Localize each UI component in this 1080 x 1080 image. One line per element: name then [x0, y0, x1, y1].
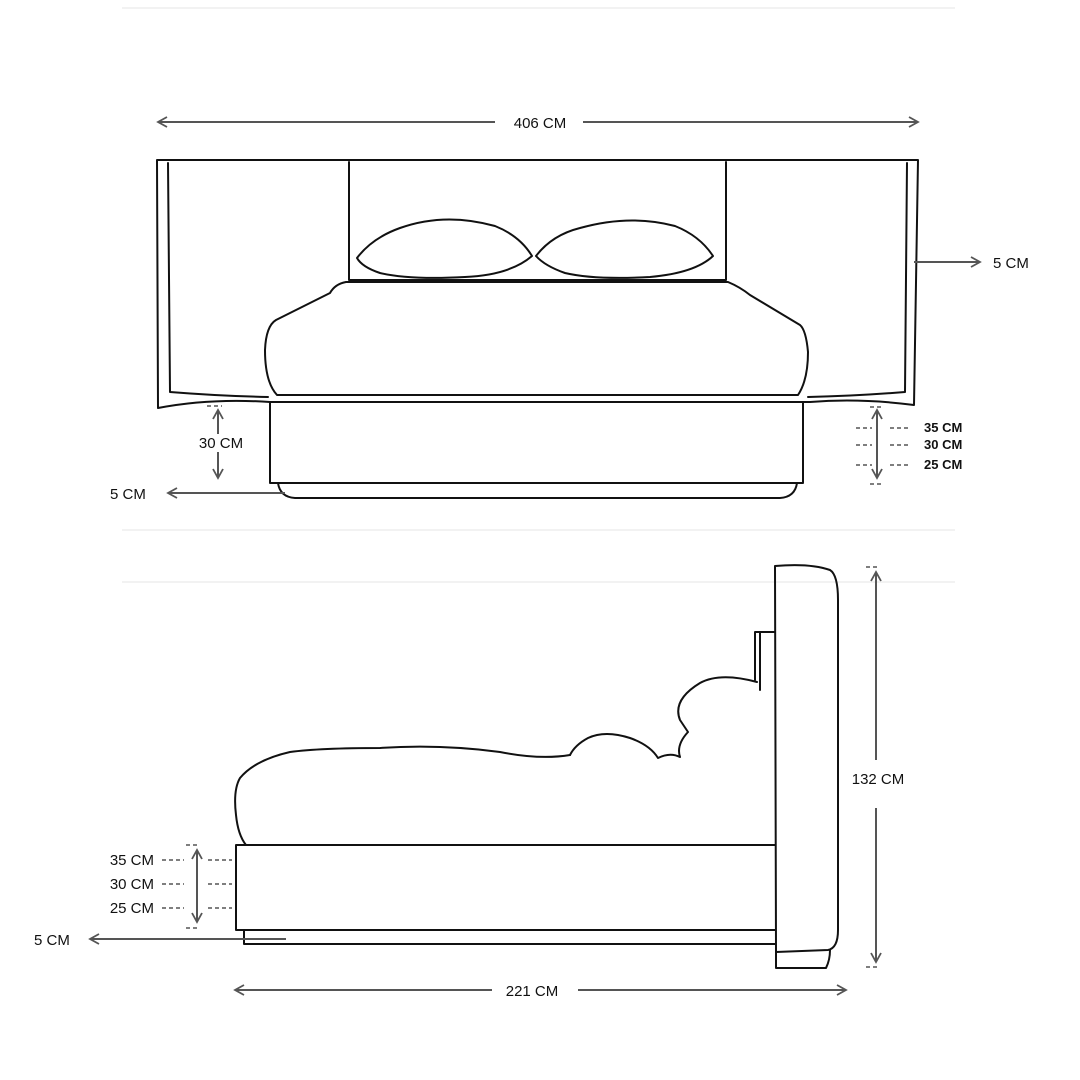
side-headboard	[774, 564, 839, 953]
front-headboard-thickness-label: 5 CM	[993, 255, 1029, 272]
front-pillow-right	[535, 219, 714, 279]
front-dimensions: 406 CM 5 CM 30 CM 5 CM 35 CM 30 CM 25 CM	[110, 115, 1029, 503]
side-headboard-plinth	[775, 949, 831, 969]
side-pillow	[569, 676, 758, 759]
side-mattress-option-35: 35 CM	[110, 852, 154, 869]
side-plinth-label: 5 CM	[34, 932, 70, 949]
side-dimensions: 132 CM 221 CM 5 CM 35 CM 30 CM 25 CM	[34, 566, 905, 1000]
front-mattress-option-35: 35 CM	[924, 420, 962, 435]
front-headboard-panel	[348, 161, 727, 281]
side-base	[235, 844, 776, 931]
side-plinth	[243, 929, 776, 945]
side-backrest-step	[754, 631, 776, 691]
front-plinth-label: 5 CM	[110, 486, 146, 503]
front-headboard-outer	[156, 159, 919, 409]
side-view	[234, 564, 839, 969]
front-view	[156, 159, 919, 499]
side-mattress-option-25: 25 CM	[110, 900, 154, 917]
front-base	[269, 401, 804, 484]
side-height-label: 132 CM	[852, 771, 905, 788]
front-mattress	[264, 281, 809, 396]
front-pillow-left	[356, 218, 533, 279]
front-mattress-option-30: 30 CM	[924, 437, 962, 452]
front-mattress-option-25: 25 CM	[924, 457, 962, 472]
side-mattress	[234, 745, 571, 846]
panel-borders	[122, 7, 955, 583]
front-plinth	[277, 482, 798, 499]
side-length-label: 221 CM	[506, 983, 559, 1000]
front-base-height-label: 30 CM	[199, 435, 243, 452]
front-headboard-inner	[167, 162, 908, 398]
front-width-label: 406 CM	[514, 115, 567, 132]
side-mattress-option-30: 30 CM	[110, 876, 154, 893]
